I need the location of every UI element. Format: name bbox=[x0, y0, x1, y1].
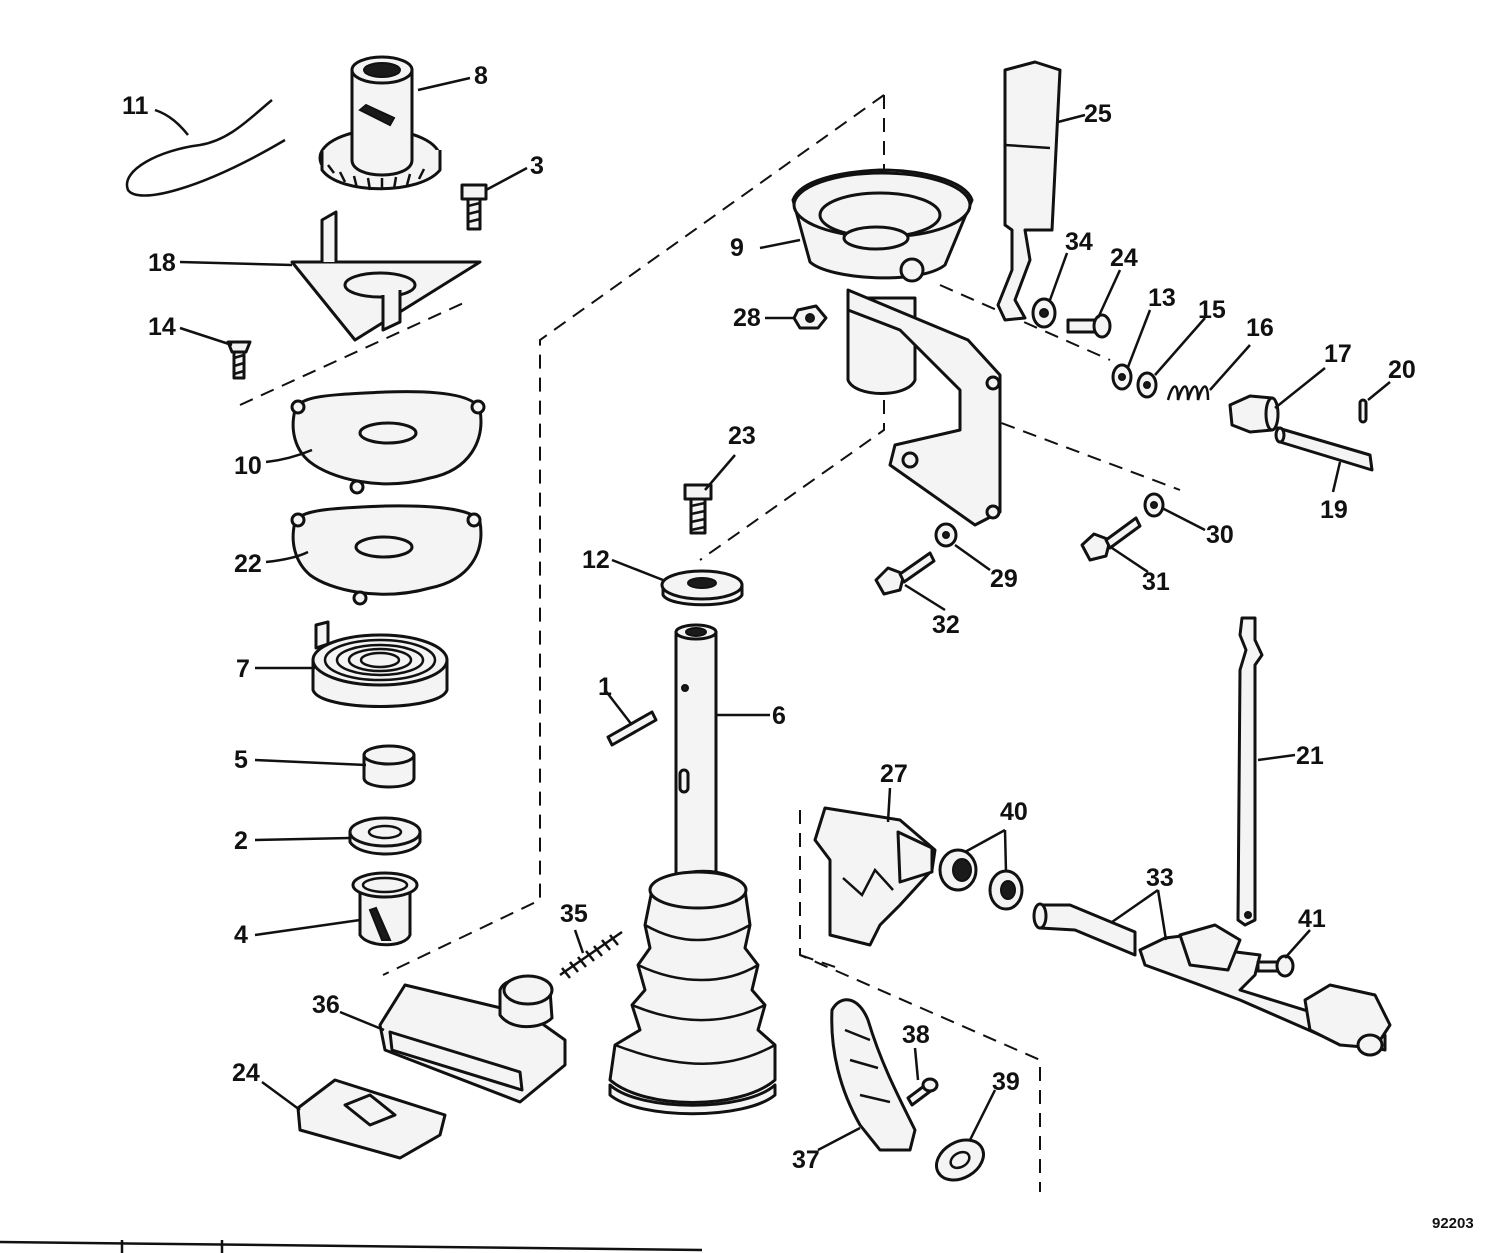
part-40-bushing-b bbox=[988, 869, 1024, 911]
part-3-screw bbox=[460, 183, 488, 231]
callout-21: 21 bbox=[1296, 742, 1324, 770]
part-41-screw bbox=[1256, 954, 1295, 978]
part-5-bushing bbox=[362, 744, 416, 789]
part-1-pin bbox=[606, 710, 658, 747]
part-10-plate bbox=[290, 390, 486, 495]
callout-35: 35 bbox=[560, 900, 588, 928]
callout-20: 20 bbox=[1388, 356, 1416, 384]
part-33-shift-shaft bbox=[1032, 902, 1392, 1057]
callout-40: 40 bbox=[1000, 798, 1028, 826]
part-8-pinion-gear bbox=[318, 55, 442, 191]
part-18-bracket-plate bbox=[290, 210, 482, 342]
callout-27: 27 bbox=[880, 760, 908, 788]
callout-29: 29 bbox=[990, 565, 1018, 593]
callout-16: 16 bbox=[1246, 314, 1274, 342]
part-38-screw bbox=[906, 1077, 939, 1107]
callout-23: 23 bbox=[728, 422, 756, 450]
part-9-bracket-housing bbox=[791, 168, 1002, 527]
part-21-link-rod bbox=[1236, 616, 1264, 927]
callout-9: 9 bbox=[730, 234, 744, 262]
part-26-screw bbox=[1066, 313, 1112, 339]
part-32-screw bbox=[874, 551, 936, 596]
part-2-washer bbox=[348, 816, 422, 856]
callout-4: 4 bbox=[234, 921, 248, 949]
callout-15: 15 bbox=[1198, 296, 1226, 324]
callout-28: 28 bbox=[733, 304, 761, 332]
callout-8: 8 bbox=[474, 62, 488, 90]
callout-14: 14 bbox=[148, 313, 176, 341]
callout-38: 38 bbox=[902, 1021, 930, 1049]
callout-3: 3 bbox=[530, 152, 544, 180]
callout-39: 39 bbox=[992, 1068, 1020, 1096]
callout-10: 10 bbox=[234, 452, 262, 480]
callout-18: 18 bbox=[148, 249, 176, 277]
part-30-lockwasher bbox=[1143, 492, 1165, 518]
part-22-plate bbox=[290, 504, 483, 606]
part-40-bushing-a bbox=[938, 848, 978, 892]
callout-11: 11 bbox=[122, 92, 149, 120]
callout-26: 24 bbox=[1110, 244, 1138, 272]
part-12-washer bbox=[660, 569, 744, 607]
part-27-shift-lever bbox=[813, 806, 937, 947]
part-29-washer bbox=[934, 522, 958, 548]
callout-13: 13 bbox=[1148, 284, 1176, 312]
part-35-spring bbox=[559, 930, 623, 979]
part-6-shaft bbox=[674, 623, 718, 896]
part-16-spring bbox=[1166, 385, 1210, 401]
part-4-flanged-bushing bbox=[351, 871, 419, 947]
callout-22: 22 bbox=[234, 550, 262, 578]
part-24-retainer bbox=[296, 1078, 447, 1160]
part-36-handle bbox=[378, 974, 567, 1104]
callout-5: 5 bbox=[234, 746, 248, 774]
part-23-screw bbox=[683, 483, 713, 535]
callout-7: 7 bbox=[236, 655, 250, 683]
part-39-knob bbox=[935, 1138, 985, 1182]
part-15-washer bbox=[1136, 371, 1158, 399]
reference-number: 92203 bbox=[1432, 1215, 1474, 1232]
callout-37: 37 bbox=[792, 1146, 820, 1174]
callout-12: 12 bbox=[582, 546, 610, 574]
callout-31: 31 bbox=[1142, 568, 1170, 596]
callout-24: 24 bbox=[232, 1059, 260, 1087]
part-28-nut bbox=[792, 304, 828, 330]
part-37-shift-guide bbox=[830, 998, 917, 1152]
callout-2: 2 bbox=[234, 827, 248, 855]
part-25-lever bbox=[996, 60, 1062, 322]
part-17-plug bbox=[1228, 394, 1280, 434]
boot-bellows bbox=[608, 869, 777, 1116]
callout-33: 33 bbox=[1146, 864, 1174, 892]
callout-36: 36 bbox=[312, 991, 340, 1019]
callout-17: 17 bbox=[1324, 340, 1352, 368]
callout-1: 1 bbox=[598, 673, 612, 701]
part-13-clip bbox=[1111, 363, 1133, 391]
callout-labels: 11 8 3 18 14 10 22 7 5 2 4 1 6 12 23 9 2… bbox=[122, 62, 1416, 1174]
callout-30: 30 bbox=[1206, 521, 1234, 549]
callout-32: 32 bbox=[932, 611, 960, 639]
part-34-washer bbox=[1031, 297, 1057, 329]
callout-25: 25 bbox=[1084, 100, 1112, 128]
part-20-pin bbox=[1358, 398, 1368, 424]
assembly-dashed-lines bbox=[239, 94, 1181, 1192]
callout-6: 6 bbox=[772, 702, 786, 730]
part-11-hairpin-clip bbox=[125, 99, 286, 197]
bottom-table-rule bbox=[0, 1240, 703, 1253]
part-14-screw bbox=[226, 340, 252, 380]
callout-41: 41 bbox=[1298, 905, 1326, 933]
part-7-rewind-spring bbox=[311, 620, 449, 708]
leader-lines bbox=[154, 76, 1391, 1152]
part-31-screw bbox=[1080, 516, 1142, 562]
part-19-shaft bbox=[1274, 426, 1374, 472]
callout-34: 34 bbox=[1065, 228, 1093, 256]
callout-19: 19 bbox=[1320, 496, 1348, 524]
